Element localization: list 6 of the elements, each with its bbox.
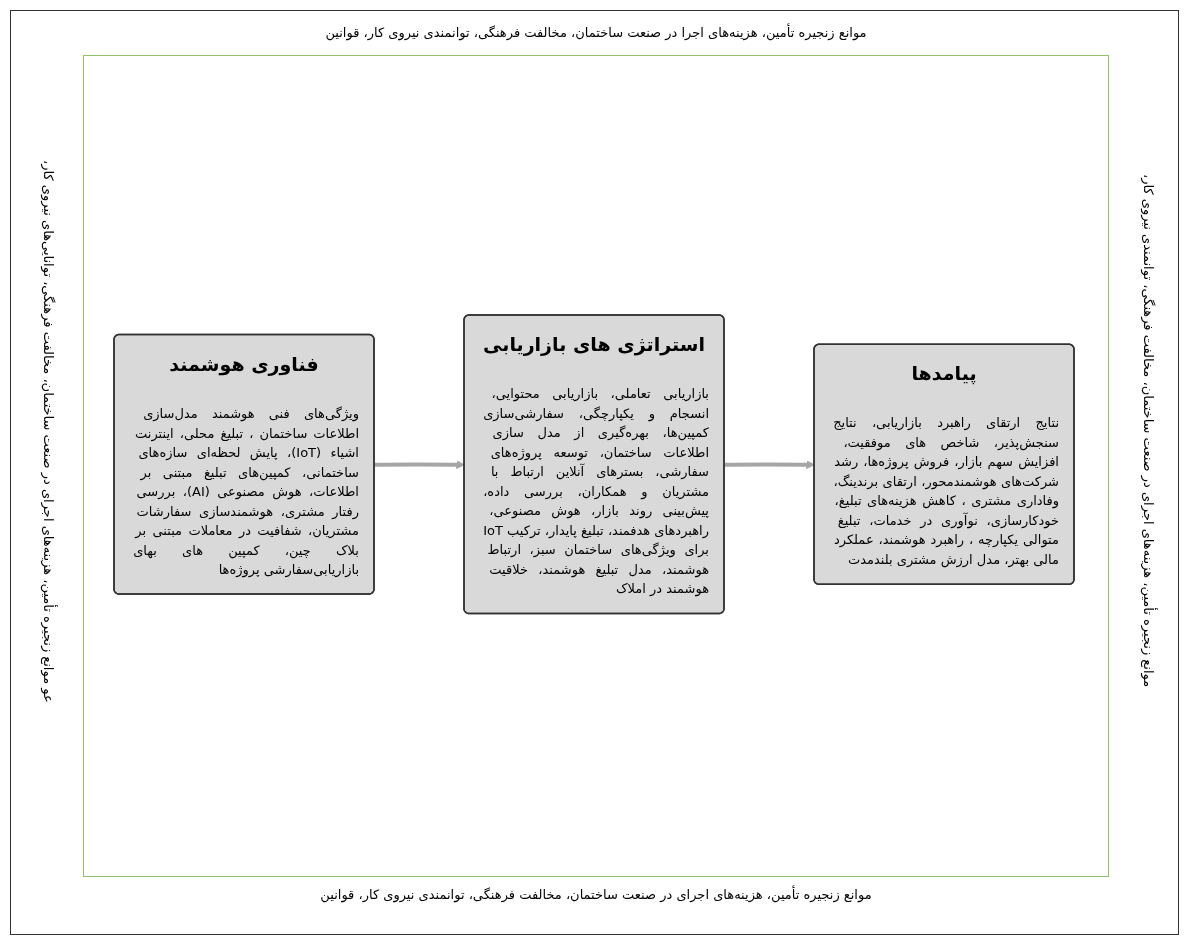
arrow <box>724 460 815 469</box>
note-text: عو موانع زنجیره تأمین، هزینه‌های اجرای در صنعت ساختمان، مخالفت فرهنگی، توانایی‌های نیروی کار، <box>41 158 56 705</box>
note-text: موانع زنجیره تأمین، هزینه‌های اجرای در صنعت ساختمان، مخالفت فرهنگی، توانمندی نیروی کار، <box>1141 173 1156 690</box>
note-text: موانع زنجیره تأمین، هزینه‌های اجرا در صنعت ساختمان، مخالفت فرهنگی، توانمندی نیروی کار، قوانین <box>324 25 868 40</box>
arrow <box>374 460 465 469</box>
note-text: موانع زنجیره تأمین، هزینه‌های اجرای در صنعت ساختمان، مخالفت فرهنگی، توانمندی نیروی کار، قوانین <box>319 887 873 902</box>
